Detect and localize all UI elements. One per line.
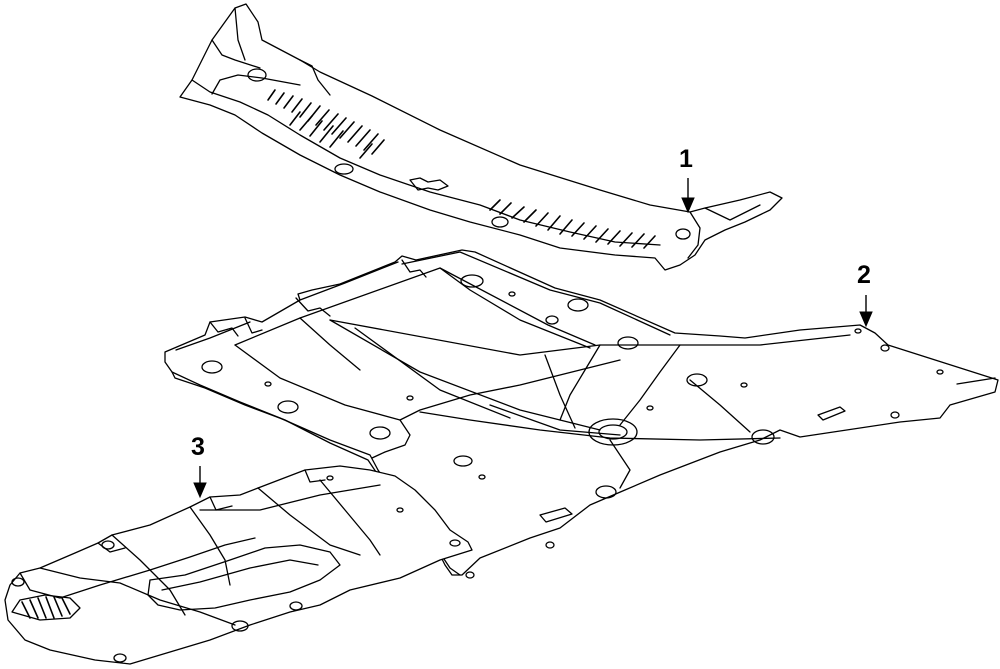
cowl-panel xyxy=(179,3,783,271)
leader-arrow-2 xyxy=(859,295,873,328)
callout-1-label: 1 xyxy=(679,145,693,173)
splash-shield-front xyxy=(4,465,473,665)
leader-arrow-3 xyxy=(193,466,207,499)
callout-2-label: 2 xyxy=(857,261,871,289)
callout-3-label: 3 xyxy=(191,433,205,461)
leader-arrow-1 xyxy=(681,178,695,214)
splash-shield-rear xyxy=(164,249,999,579)
